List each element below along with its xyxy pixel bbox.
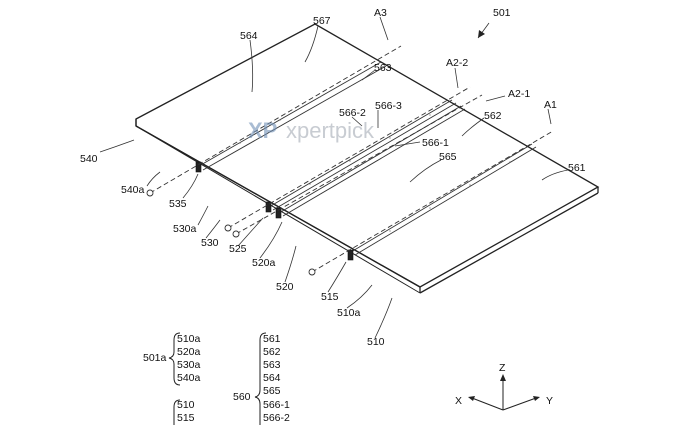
hinge-grooves — [198, 61, 537, 256]
label-a1: A1 — [544, 99, 557, 111]
axis-line-a1 — [311, 130, 554, 273]
leader-lines — [99, 16, 569, 339]
label-562: 562 — [484, 110, 502, 122]
watermark: XP xpertpick — [248, 118, 375, 143]
legend-brace-1 — [168, 332, 181, 386]
triad-arrowheads — [468, 374, 540, 401]
triad-x-axis — [471, 397, 504, 411]
label-530: 530 — [201, 237, 219, 249]
legend-group-501a: 501a 510a 520a 530a 540a — [143, 332, 201, 386]
hinge-block-535 — [195, 161, 202, 173]
label-525: 525 — [229, 243, 247, 255]
legend-item: 530a — [177, 359, 201, 371]
triad-x-arrow — [468, 396, 475, 401]
label-566-2: 566-2 — [339, 107, 366, 119]
label-a3: A3 — [374, 7, 387, 19]
label-510: 510 — [367, 336, 385, 348]
label-567: 567 — [313, 15, 331, 27]
hinge-block-515 — [347, 249, 354, 261]
legend-key-560: 560 — [233, 391, 251, 403]
label-566-3: 566-3 — [375, 100, 402, 112]
triad-y-label: Y — [546, 395, 553, 407]
legend-group-560: 560 561 562 563 564 565 566-1 566-2 — [233, 332, 290, 425]
label-a2-2: A2-2 — [446, 57, 468, 69]
legend-brace-3 — [254, 332, 267, 425]
label-561: 561 — [568, 162, 586, 174]
plate-bottom-left-edge — [135, 125, 421, 288]
legend-item: 565 — [263, 385, 281, 397]
figure-arrowhead — [478, 30, 485, 38]
legend-item: 540a — [177, 372, 201, 384]
label-540: 540 — [80, 153, 98, 165]
triad-x-label: X — [455, 395, 462, 407]
figure-labels: 501 A3 A2-2 A2-1 A1 564 567 563 566-2 56… — [80, 7, 586, 348]
triad-z-label: Z — [499, 362, 506, 374]
axis-triad — [471, 378, 537, 411]
label-563: 563 — [374, 62, 392, 74]
label-510a: 510a — [337, 307, 361, 319]
label-515: 515 — [321, 291, 339, 303]
legend-item: 510a — [177, 333, 201, 345]
legend-item: 566-2 — [263, 412, 290, 424]
legend-item: 562 — [263, 346, 281, 358]
groove-stipple — [239, 73, 511, 232]
label-520a: 520a — [252, 257, 276, 269]
legend-item: 566-1 — [263, 399, 290, 411]
label-a2-1: A2-1 — [508, 88, 530, 100]
label-535: 535 — [169, 198, 187, 210]
legend-item: 564 — [263, 372, 281, 384]
watermark-logo: XP — [248, 118, 277, 143]
hinge-axes — [149, 45, 554, 273]
triad-y-axis — [502, 397, 537, 411]
legend-item: 515 — [177, 412, 195, 424]
plate-bottom-front-edge — [419, 192, 599, 294]
label-564: 564 — [240, 30, 258, 42]
legend-item: 520a — [177, 346, 201, 358]
triad-z-arrow — [500, 374, 506, 381]
axis-line-a3 — [149, 45, 402, 194]
legend-item: 563 — [263, 359, 281, 371]
foldable-plate — [135, 23, 600, 294]
triad-y-arrow — [533, 396, 540, 401]
axis-line-a2-2 — [227, 86, 471, 229]
label-530a: 530a — [173, 223, 197, 235]
legend-key-501a: 501a — [143, 352, 167, 364]
watermark-text: xpertpick — [286, 118, 375, 143]
axis-end-circles — [146, 189, 316, 276]
legend-group-2: 510 515 — [173, 399, 195, 425]
label-566-1: 566-1 — [422, 137, 449, 149]
label-565: 565 — [439, 151, 457, 163]
label-520: 520 — [276, 281, 294, 293]
axis-line-a2-1 — [235, 94, 483, 235]
hinge-blocks — [195, 161, 354, 261]
legend-brace-2 — [173, 399, 181, 425]
label-540a: 540a — [121, 184, 145, 196]
hinge-block-525b — [275, 207, 282, 219]
hinge-block-525a — [265, 201, 272, 213]
legend-item: 510 — [177, 399, 195, 411]
label-501: 501 — [493, 7, 511, 19]
legend-item: 561 — [263, 333, 281, 345]
